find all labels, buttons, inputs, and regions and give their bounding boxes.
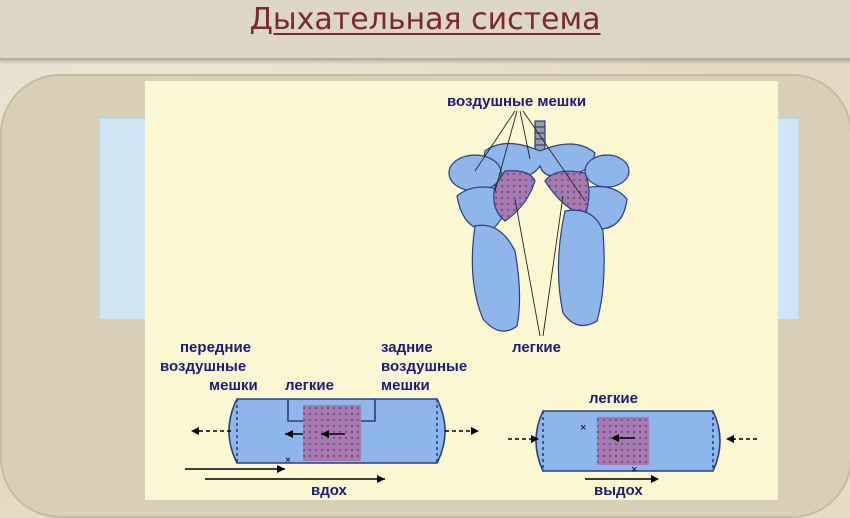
label-rear-sacs-3: мешки	[381, 377, 430, 394]
label-lungs-left: легкие	[285, 377, 334, 394]
title-bar	[0, 0, 850, 60]
lung-block-exhale	[597, 417, 649, 465]
label-front-sacs-1: передние	[180, 339, 252, 356]
left-lung	[493, 170, 536, 222]
right-abdominal-air-sac	[557, 209, 605, 327]
label-front-sacs-2: воздушные	[160, 358, 247, 375]
svg-text:×: ×	[580, 422, 586, 434]
right-side-air-sac	[584, 154, 630, 188]
svg-text:×: ×	[631, 464, 637, 476]
label-lungs-right: легкие	[589, 390, 638, 407]
lung-block-inhale	[303, 405, 361, 461]
left-abdominal-air-sac	[471, 224, 521, 332]
inhale-schematic: ×	[185, 398, 479, 483]
label-front-sacs-3: мешки	[209, 377, 258, 394]
svg-text:×: ×	[285, 455, 291, 466]
figure-drawing: × × ×	[185, 110, 757, 483]
respiratory-figure: × × × воздушные мешки легкие передние во…	[145, 81, 778, 500]
label-rear-sacs-2: воздушные	[381, 358, 468, 375]
trachea	[534, 120, 546, 154]
left-side-air-sac	[448, 154, 502, 192]
slide-title: Дыхательная система	[249, 2, 601, 37]
right-lung	[544, 170, 590, 217]
label-exhale: выдох	[594, 482, 643, 499]
label-inhale: вдох	[311, 482, 347, 499]
label-air-sacs: воздушные мешки	[447, 93, 587, 110]
label-rear-sacs-1: задние	[381, 339, 433, 356]
exhale-schematic: × ×	[508, 410, 757, 483]
label-lungs-top: легкие	[512, 339, 561, 356]
leader-lines	[474, 110, 586, 337]
bird-respiratory-anatomy	[448, 110, 630, 337]
